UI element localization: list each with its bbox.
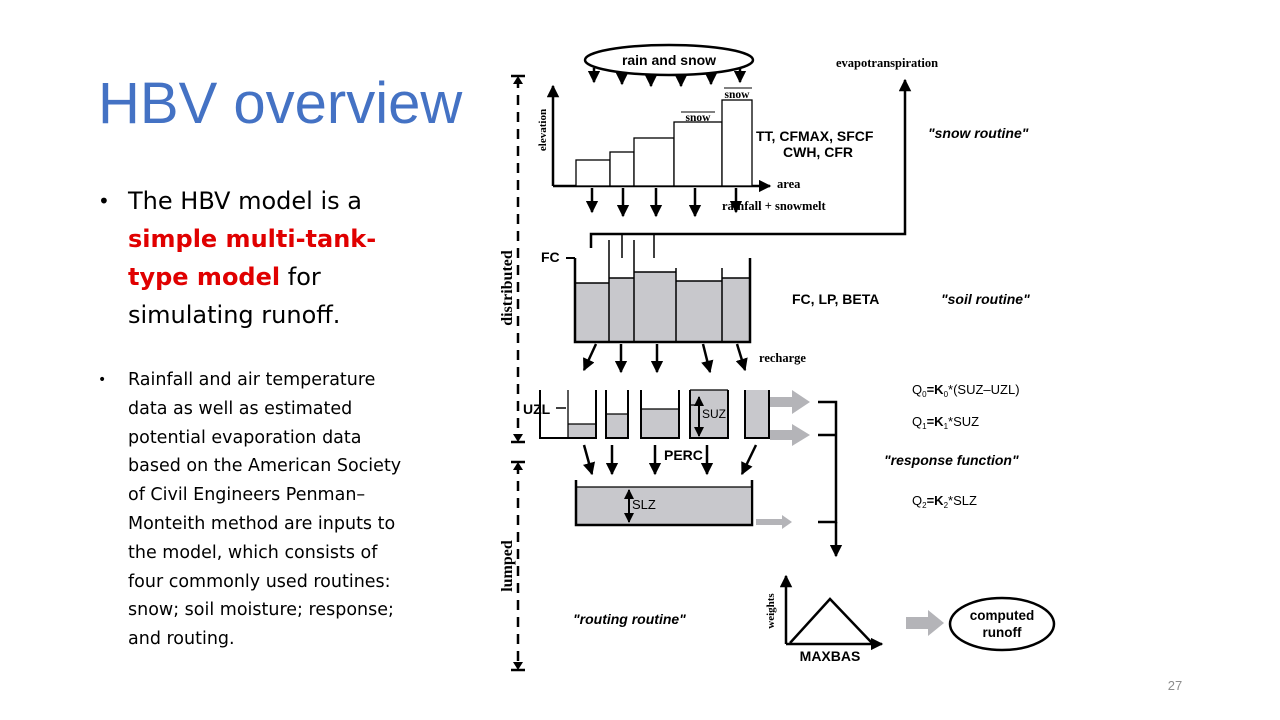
distributed-label: distributed [499,250,516,326]
routing-output-arrow [906,610,944,636]
elevation-axis-label: elevation [537,109,549,151]
rain-and-snow-label: rain and snow [622,52,716,68]
lower-zone-tank [574,480,754,527]
snow-routine-label: "snow routine" [928,125,1029,141]
recharge-label: recharge [759,351,806,365]
bullet-1-lead: The HBV model is a [128,187,362,215]
precipitation-arrows [587,68,747,88]
computed-runoff-line-2: runoff [983,625,1022,640]
evapotranspiration-label: evapotranspiration [836,56,938,70]
evapotranspiration-arrow [589,78,912,248]
distributed-lumped-scale [511,74,525,672]
recharge-arrows [582,343,748,374]
bullet-2-text: Rainfall and air temperature data as wel… [128,370,402,650]
uzl-label: UZL [523,401,551,417]
maxbas-label: MAXBAS [800,648,861,664]
q2-equation: Q2=K2*SLZ [912,493,977,510]
slide-number: 27 [1167,678,1183,693]
bullet-dot-icon: • [98,189,110,213]
suz-label: SUZ [702,407,726,421]
snow-params-line-1: TT, CFMAX, SFCF [756,128,874,144]
response-function-bracket [818,400,843,558]
routing-routine-label: "routing routine" [573,611,686,627]
soil-params-label: FC, LP, BETA [792,291,879,307]
percolation-arrows [582,444,758,476]
rain-and-snow-ellipse [583,43,755,77]
upper-zone-outflow-arrows [756,390,810,529]
q1-equation: Q1=K1*SUZ [912,414,979,431]
q0-equation: Q0=K0*(SUZ–UZL) [912,382,1020,399]
area-axis-label: area [777,177,801,191]
bullet-item-1: • The HBV model is a simple multi-tank-t… [98,182,398,334]
weights-axis-label: weights [765,593,777,629]
fc-label: FC [541,249,560,265]
bullet-item-2: • Rainfall and air temperature data as w… [98,366,418,654]
maxbas-weights-chart [779,574,884,651]
bullet-1-tail: for simulating runoff. [128,263,341,329]
snow-label-2: snow [725,89,751,101]
computed-runoff-line-1: computed [970,608,1035,623]
perc-label: PERC [664,447,703,463]
computed-runoff-ellipse [948,596,1056,652]
bullet-list: • The HBV model is a simple multi-tank-t… [98,182,428,654]
upper-zone-tanks [539,389,770,439]
bullet-1-highlight: simple multi-tank-type model [128,225,377,291]
slz-label: SLZ [632,497,656,512]
snow-label-1: snow [686,112,712,124]
snow-elevation-chart [546,84,772,193]
snow-params-line-2: CWH, CFR [783,144,853,160]
rainfall-snowmelt-label: rainfall + snowmelt [722,199,826,213]
soil-moisture-tanks [566,234,752,344]
soil-routine-label: "soil routine" [941,291,1030,307]
response-function-label: "response function" [884,452,1019,468]
bullet-dot-icon: • [98,372,107,388]
rainfall-snowmelt-arrows [585,188,743,218]
slide-title: HBV overview [98,72,463,136]
lumped-label: lumped [499,540,516,592]
